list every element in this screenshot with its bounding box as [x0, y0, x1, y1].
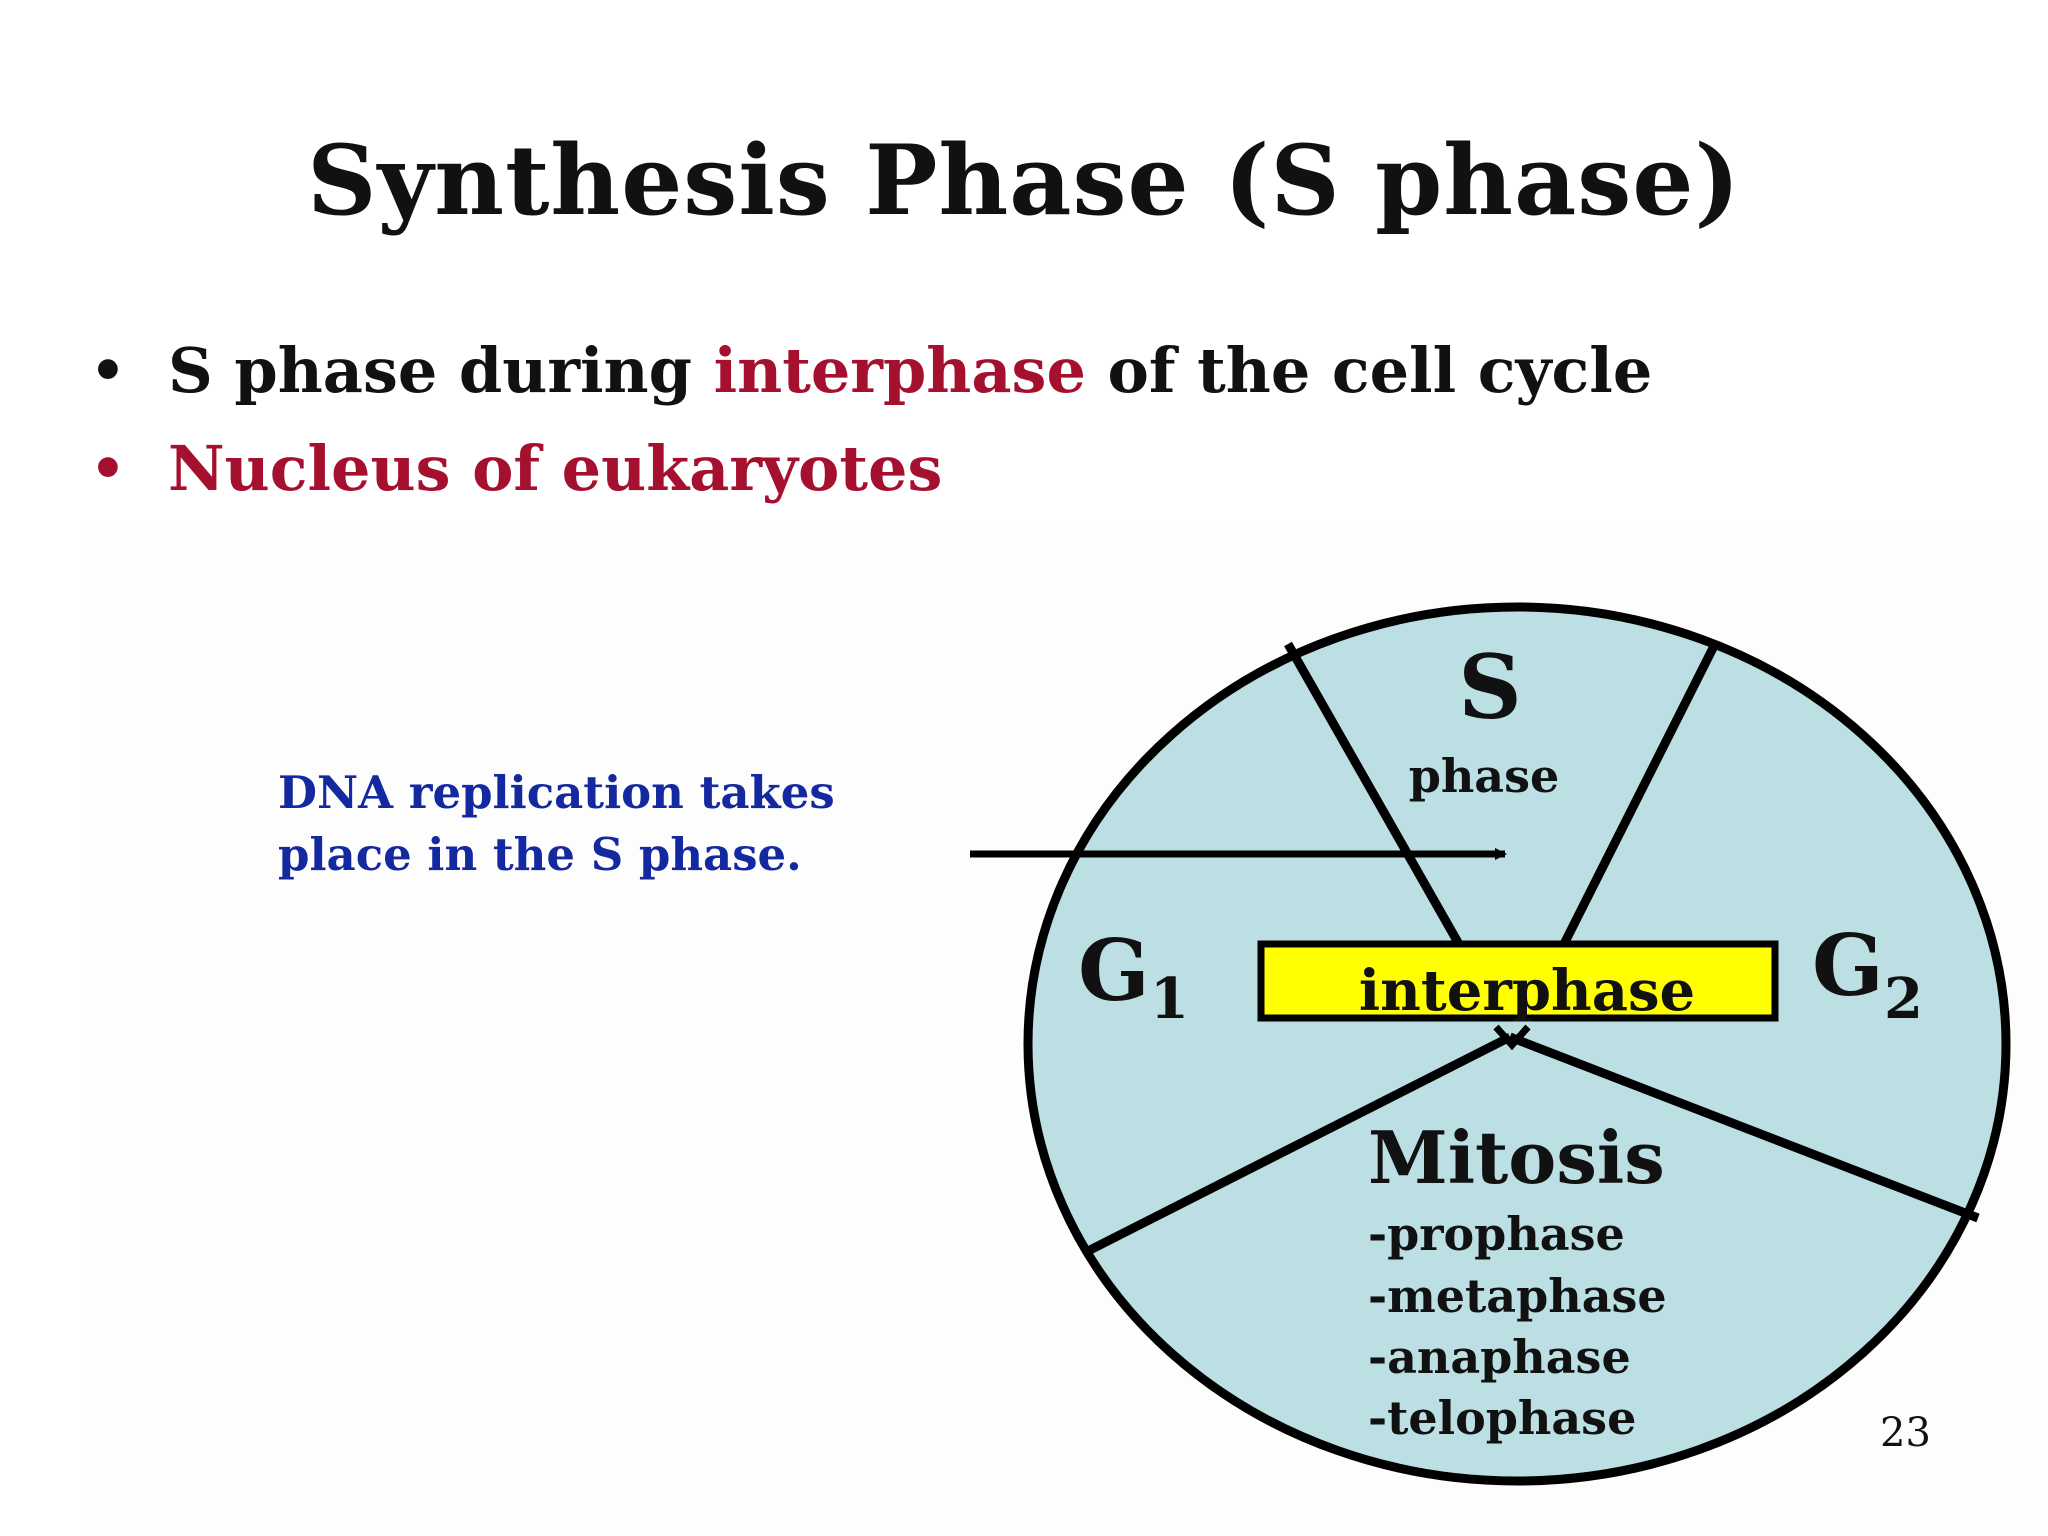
bullet-marker: • — [90, 338, 126, 404]
mitosis-step: -metaphase — [1368, 1269, 1667, 1323]
bullet-list: • S phase during interphase of the cell … — [90, 322, 1990, 518]
divider-s-right — [1558, 641, 1720, 949]
s-phase-sublabel: phase — [1409, 749, 1560, 803]
center-notch — [1493, 1024, 1531, 1051]
interphase-box — [1257, 940, 1779, 1022]
mitosis-label: Mitosis — [1368, 1115, 1665, 1200]
g1-label: G1 — [1078, 921, 1189, 1032]
bullet-marker: • — [90, 436, 126, 502]
bullet-1-text-start: S phase during — [168, 334, 714, 407]
note-line-2: place in the S phase. — [278, 828, 802, 881]
bullet-1-highlight: interphase — [713, 334, 1086, 407]
divider-mitosis-right — [1508, 1032, 1980, 1223]
bullet-item-1: • S phase during interphase of the cell … — [90, 322, 1990, 420]
mitosis-step: -prophase — [1368, 1207, 1625, 1261]
bullet-1-text-end: of the cell cycle — [1085, 334, 1653, 407]
s-phase-letter: S — [1458, 635, 1522, 739]
divider-s-left — [1284, 641, 1464, 949]
divider-mitosis-left — [1087, 1032, 1513, 1255]
bullet-2-text: Nucleus of eukaryotes — [168, 432, 943, 505]
g2-letter: G — [1812, 916, 1884, 1015]
bullet-item-2: • Nucleus of eukaryotes — [90, 420, 1990, 518]
page-number: 23 — [1880, 1410, 1931, 1456]
slide-title: Synthesis Phase (S phase) — [307, 124, 1741, 237]
g1-subscript: 1 — [1150, 966, 1189, 1032]
interphase-label: interphase — [1359, 958, 1695, 1024]
g2-label: G2 — [1812, 916, 1923, 1032]
mitosis-step: -telophase — [1368, 1391, 1636, 1445]
g2-subscript: 2 — [1884, 966, 1923, 1032]
dna-replication-note: DNA replication takes place in the S pha… — [278, 762, 918, 886]
g1-letter: G — [1078, 921, 1150, 1020]
mitosis-step: -anaphase — [1368, 1330, 1631, 1384]
note-line-1: DNA replication takes — [278, 766, 835, 819]
